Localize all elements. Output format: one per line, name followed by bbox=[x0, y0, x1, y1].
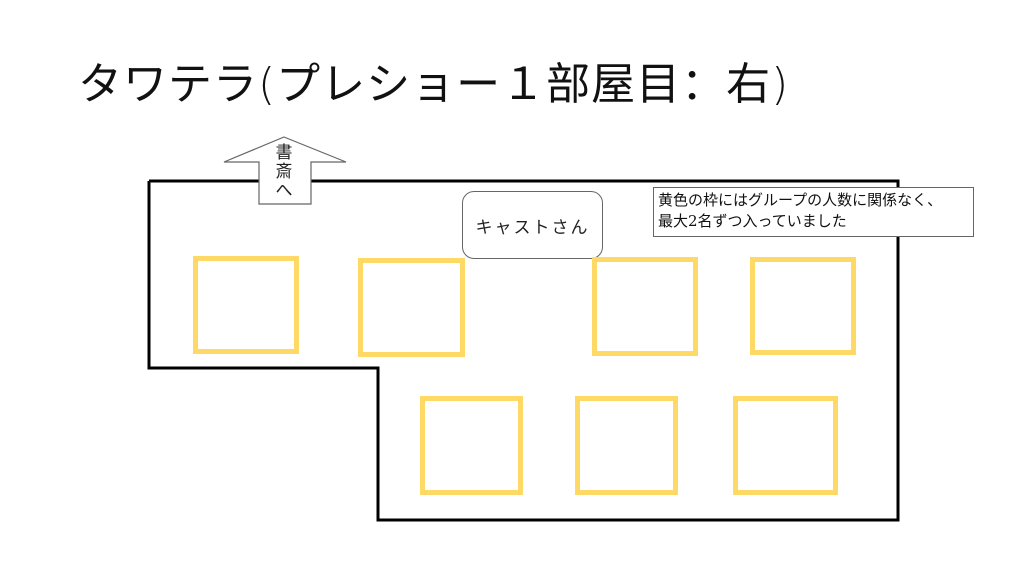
seat-frame bbox=[575, 396, 678, 495]
note-line: 最大2名ずつ入っていました bbox=[658, 212, 847, 230]
seat-frame bbox=[420, 396, 523, 495]
seat-frame bbox=[358, 258, 465, 357]
seat-frame bbox=[733, 396, 838, 495]
seat-frame bbox=[193, 256, 299, 354]
note-line: 黄色の枠にはグループの人数に関係なく、 bbox=[658, 191, 943, 209]
arrow-label-char: 書 bbox=[275, 143, 293, 163]
exit-arrow-up-icon bbox=[223, 136, 347, 205]
page-title: タワテラ(プレショー１部屋目：右) bbox=[78, 59, 790, 110]
seat-frame bbox=[592, 257, 698, 356]
room-wall bbox=[147, 179, 900, 522]
cast-position-box: キャストさん bbox=[462, 191, 603, 259]
seat-frame bbox=[750, 257, 856, 355]
cast-label: キャストさん bbox=[475, 217, 590, 238]
note-box: 黄色の枠にはグループの人数に関係なく、 最大2名ずつ入っていました bbox=[653, 187, 974, 237]
arrow-label-char: 斎 bbox=[275, 162, 293, 182]
arrow-label-char: へ bbox=[275, 181, 293, 201]
exit-arrow-label: 書 斎 へ bbox=[268, 144, 300, 201]
